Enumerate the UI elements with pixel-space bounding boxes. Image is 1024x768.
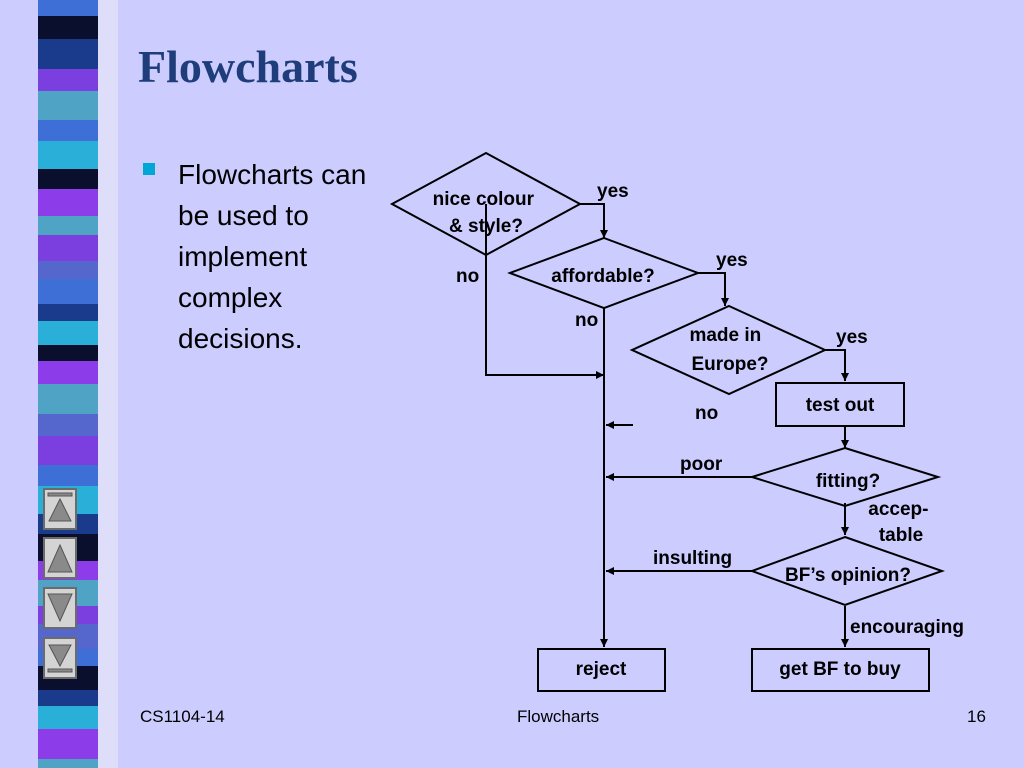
edge-labels: yes no yes no yes no poor accep- table i… [456, 181, 964, 638]
stripe-band [38, 169, 98, 189]
stripe-edge [98, 0, 118, 768]
stripe-band [38, 235, 98, 261]
edge-label-no-3: no [695, 403, 718, 424]
footer-course-code: CS1104-14 [140, 707, 225, 726]
edge-label-insulting: insulting [653, 548, 732, 569]
first-slide-button[interactable] [43, 488, 77, 530]
label-get-bf-to-buy: get BF to buy [779, 659, 901, 680]
process-get-bf-to-buy [751, 648, 930, 692]
edge-label-no-2: no [575, 310, 598, 331]
last-slide-button[interactable] [43, 637, 77, 679]
edge-label-encouraging: encouraging [850, 617, 964, 638]
edge-no-1 [485, 204, 604, 379]
edge-yes-3 [825, 349, 849, 381]
node-labels: nice colour & style? affordable? made in… [433, 189, 911, 680]
decision-colour-style [389, 151, 583, 257]
edge-label-poor: poor [680, 454, 723, 475]
stripe-band [38, 690, 98, 706]
label-colour-style: nice colour & style? [433, 189, 540, 237]
stripe-band [38, 261, 98, 279]
stripe-band [38, 759, 98, 768]
edge-label-acceptable: accep- table [868, 499, 933, 546]
stripe-band [38, 141, 98, 169]
decorative-stripe [38, 0, 98, 768]
decision-fitting [748, 446, 942, 508]
stripe-band [38, 304, 98, 321]
decision-made-in-europe [629, 304, 828, 396]
first-slide-icon [47, 492, 73, 522]
flowchart-shapes [389, 151, 946, 692]
edge-label-acceptable-line-2: table [879, 525, 923, 546]
stripe-band [38, 384, 98, 414]
previous-slide-icon [47, 543, 73, 573]
bullet-square-icon [143, 163, 155, 175]
last-slide-icon [47, 644, 73, 673]
stripe-band [38, 91, 98, 120]
stripe-band [38, 436, 98, 465]
flowchart-connectors [485, 203, 849, 647]
stripe-band [38, 69, 98, 91]
stripe-band [38, 321, 98, 345]
stripe-band [38, 189, 98, 216]
label-bf-opinion: BF’s opinion? [785, 565, 911, 586]
footer-slide-number: 16 [967, 707, 986, 726]
edge-label-yes-1: yes [597, 181, 629, 202]
stripe-band [38, 16, 98, 39]
stripe-band [38, 706, 98, 729]
stripe-band [38, 361, 98, 384]
label-made-in-europe-line-2: Europe? [691, 354, 768, 375]
stripe-band [38, 120, 98, 141]
label-reject: reject [576, 659, 627, 680]
decision-affordable [507, 236, 701, 310]
process-test-out [775, 382, 905, 427]
label-affordable: affordable? [551, 266, 654, 287]
stripe-band [38, 465, 98, 486]
next-slide-button[interactable] [43, 587, 77, 629]
stripe-band [38, 39, 98, 69]
stripe-band [38, 729, 98, 759]
footer-title: Flowcharts [517, 707, 600, 726]
edge-label-yes-3: yes [836, 327, 868, 348]
stripe-band [38, 216, 98, 235]
stripe-band [38, 0, 98, 16]
edge-label-no-1: no [456, 266, 479, 287]
label-made-in-europe: made in Europe? [689, 325, 768, 375]
previous-slide-button[interactable] [43, 537, 77, 579]
stripe-band [38, 345, 98, 361]
edge-yes-1 [580, 203, 608, 238]
bullet-text: Flowcharts can be used to implement comp… [178, 159, 367, 354]
stripe-band [38, 414, 98, 436]
edge-yes-2 [698, 272, 729, 306]
label-colour-style-line-1: nice colour [433, 189, 535, 210]
label-fitting: fitting? [816, 471, 880, 492]
decision-bf-opinion [749, 535, 946, 607]
process-reject [537, 648, 666, 692]
label-made-in-europe-line-1: made in [689, 325, 761, 346]
label-colour-style-line-2: & style? [449, 216, 523, 237]
label-test-out: test out [806, 395, 875, 416]
slide-title: Flowcharts [138, 41, 358, 92]
edge-label-yes-2: yes [716, 250, 748, 271]
edge-label-acceptable-line-1: accep- [868, 499, 928, 520]
stripe-band [38, 279, 98, 304]
next-slide-icon [47, 593, 73, 623]
